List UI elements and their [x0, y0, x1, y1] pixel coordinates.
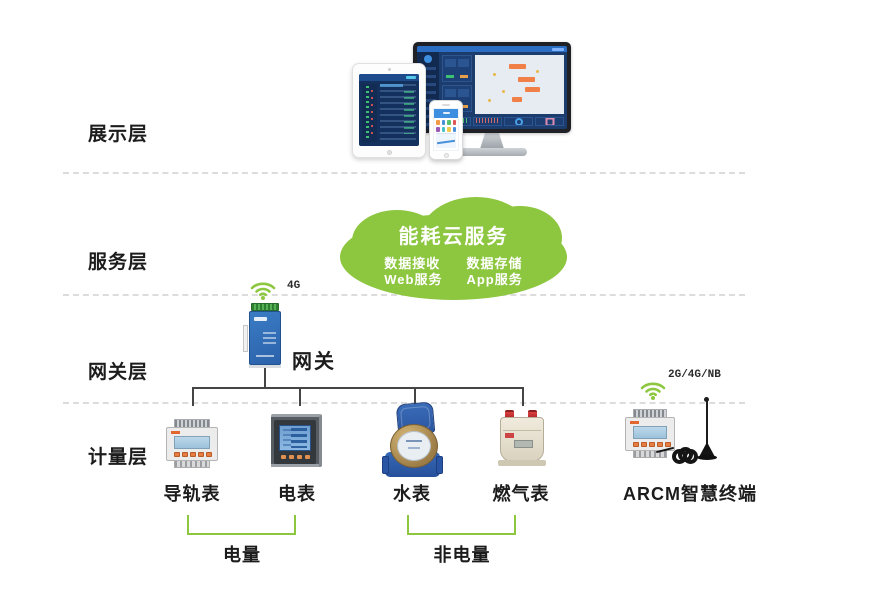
layer-label-service: 服务层 — [88, 252, 149, 273]
electric-group-label: 电量 — [223, 545, 261, 565]
arcm-terminal-device — [625, 409, 675, 458]
rail-meter-label: 导轨表 — [163, 484, 221, 504]
wifi-signal-icon — [640, 382, 666, 400]
gateway-body — [249, 311, 281, 365]
non-electric-group-label: 非电量 — [433, 545, 491, 565]
electric-meter-label: 电表 — [278, 484, 316, 504]
arcm-network-label: 2G/4G/NB — [668, 369, 721, 381]
gas-meter-body — [500, 417, 544, 462]
energy-cloud-service: 能耗云服务 数据接收 Web服务 数据存储 App服务 — [340, 220, 567, 288]
tablet-home-button — [386, 149, 392, 155]
cloud-shape — [340, 214, 567, 300]
phone-home-button — [443, 152, 449, 158]
wifi-signal-icon — [250, 282, 276, 300]
cloud-service-data-receive: 数据接收 — [384, 256, 441, 271]
gas-meter-device — [498, 410, 546, 466]
layer-label-metering: 计量层 — [88, 447, 149, 468]
connector-bus — [192, 387, 524, 389]
tablet-camera — [387, 68, 391, 71]
gateway-terminal-block — [251, 303, 279, 311]
dashboard-map — [475, 55, 564, 114]
gas-meter-label: 燃气表 — [492, 484, 550, 504]
water-meter-device — [382, 401, 443, 477]
cloud-service-data-store: 数据存储 — [466, 256, 523, 271]
dashboard-logo — [424, 55, 432, 63]
water-meter-label: 水表 — [393, 484, 431, 504]
antenna-tip — [704, 397, 709, 402]
gas-meter-counter — [514, 440, 533, 448]
electric-group-bracket — [187, 515, 296, 535]
tablet-device — [352, 63, 426, 158]
arcm-lcd — [633, 426, 667, 439]
connector-drop-water-meter — [414, 388, 416, 406]
cloud-service-app: App服务 — [466, 272, 523, 287]
antenna-cable-coil — [672, 446, 700, 466]
layer-label-gateway: 网关层 — [88, 362, 149, 383]
tablet-dashboard-screen — [359, 74, 419, 146]
gateway-din-rail — [243, 325, 248, 352]
phone-speaker — [442, 104, 450, 106]
rail-meter-device — [166, 419, 218, 468]
antenna-base-disc — [697, 455, 717, 460]
gateway-device — [243, 303, 283, 368]
smartphone-device — [429, 100, 463, 160]
non-electric-group-bracket — [407, 515, 516, 535]
connector-drop-electric-meter — [299, 388, 301, 406]
electric-meter-device — [271, 414, 322, 467]
water-meter-dial — [390, 424, 438, 468]
cloud-title: 能耗云服务 — [398, 226, 509, 248]
phone-app-screen — [433, 108, 459, 151]
electric-meter-lcd — [279, 425, 311, 451]
arcm-terminal-label: ARCM智慧终端 — [623, 484, 757, 504]
antenna-rod — [706, 400, 708, 446]
separator-display-service — [63, 172, 745, 174]
layer-label-display: 展示层 — [88, 124, 149, 145]
dashboard-topbar — [417, 46, 567, 52]
connector-drop-rail-meter — [192, 388, 194, 406]
monitor-stand-neck — [480, 132, 504, 149]
gateway-network-label: 4G — [287, 280, 301, 292]
rail-meter-lcd — [174, 436, 210, 449]
dashboard-stat-panel — [442, 55, 472, 82]
connector-gateway-stem — [264, 368, 266, 387]
connector-drop-gas-meter — [522, 388, 524, 406]
gateway-label: 网关 — [292, 351, 336, 373]
monitor-stand-base — [457, 148, 527, 156]
cloud-service-web: Web服务 — [384, 272, 443, 287]
